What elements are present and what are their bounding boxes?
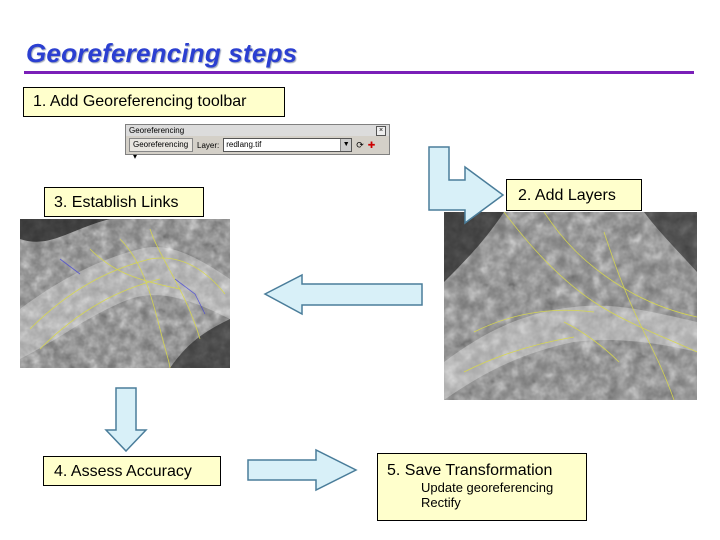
toolbar-title: Georeferencing xyxy=(129,126,185,135)
layer-label: Layer: xyxy=(197,140,220,150)
step-5-sublist: Update georeferencing Rectify xyxy=(421,480,586,510)
step-5-box: 5. Save Transformation Update georeferen… xyxy=(377,453,587,521)
toolbar-row: Georeferencing ▾ Layer: redlang.tif ▼ ⟳ … xyxy=(126,136,389,161)
step-2-label: 2. Add Layers xyxy=(506,179,642,211)
slide-title: Georeferencing steps xyxy=(26,38,298,68)
title-rule xyxy=(24,71,694,74)
arrow-to-step-4 xyxy=(104,387,148,453)
georeferencing-menu-button[interactable]: Georeferencing ▾ xyxy=(129,138,193,161)
arrow-to-step-3 xyxy=(263,273,423,316)
establish-links-image xyxy=(20,219,230,368)
step-5-sub-item: Update georeferencing xyxy=(421,480,554,495)
step-4-label: 4. Assess Accuracy xyxy=(43,456,221,486)
add-control-point-icon[interactable]: ✚ xyxy=(367,139,376,150)
establish-links-raster xyxy=(20,219,230,368)
toolbar-titlebar: Georeferencing × xyxy=(126,125,389,136)
step-5-label: 5. Save Transformation xyxy=(387,462,553,479)
step-1-label: 1. Add Georeferencing toolbar xyxy=(23,87,285,117)
georeferencing-menu-label: Georeferencing xyxy=(133,140,189,149)
dropdown-arrow-icon: ▾ xyxy=(133,152,138,161)
added-layers-image xyxy=(444,212,697,400)
added-layers-raster xyxy=(444,212,697,400)
layer-select-value: redlang.tif xyxy=(226,140,262,149)
layer-select[interactable]: redlang.tif ▼ xyxy=(223,138,353,152)
step-3-label: 3. Establish Links xyxy=(44,187,204,217)
rotate-icon[interactable]: ⟳ xyxy=(356,139,364,150)
close-icon[interactable]: × xyxy=(376,126,386,136)
georeferencing-toolbar: Georeferencing × Georeferencing ▾ Layer:… xyxy=(125,124,390,161)
dropdown-arrow-icon[interactable]: ▼ xyxy=(340,139,352,151)
arrow-to-step-5 xyxy=(247,448,358,492)
step-5-sub-item: Rectify xyxy=(421,495,461,510)
